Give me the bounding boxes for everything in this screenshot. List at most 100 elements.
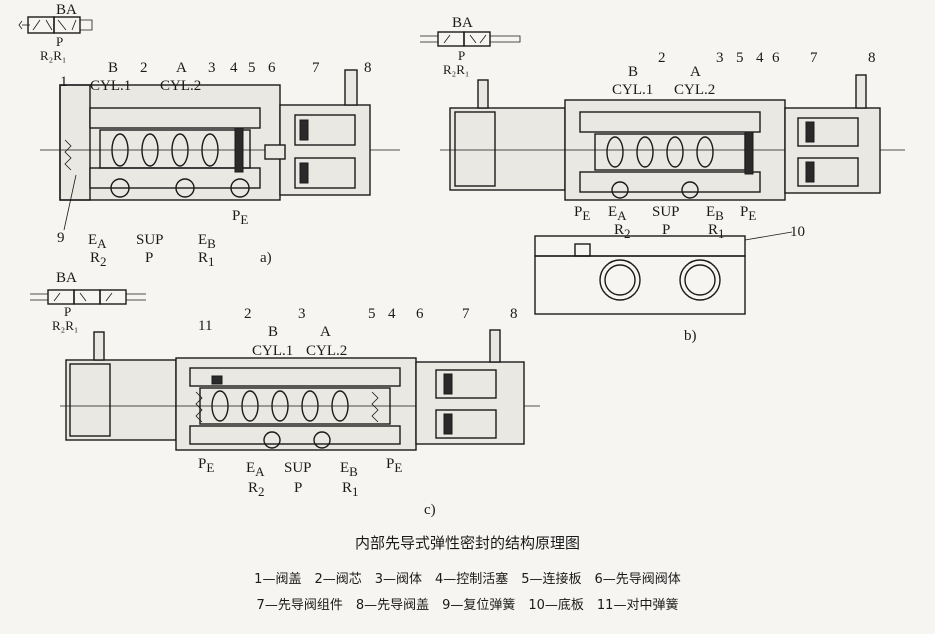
- diagram-b-symbol-r: R₂R₁: [443, 62, 469, 77]
- diagram-c-eb-sub: B: [349, 464, 358, 479]
- diagram-a-p: P: [145, 250, 153, 266]
- diagram-c-pe-sub: E: [206, 460, 214, 475]
- diagram-c-sub-label: c): [424, 502, 436, 518]
- svg-text:R2: R2: [248, 480, 265, 499]
- diagram-a-symbol-p: P: [56, 34, 63, 49]
- svg-text:PE: PE: [198, 456, 214, 475]
- diagram-c: BA P R₂R₁: [30, 270, 540, 518]
- diagram-c-n2: 2: [244, 306, 252, 322]
- diagram-a-n7: 7: [312, 60, 320, 76]
- diagram-b-n6: 6: [772, 50, 780, 66]
- svg-text:EA: EA: [608, 204, 627, 223]
- diagram-c-pe: P: [198, 456, 206, 472]
- diagram-c-valve-symbol: BA P R₂R₁: [30, 270, 146, 333]
- diagram-c-pe2-sub: E: [394, 460, 402, 475]
- diagram-a-n2: 2: [140, 60, 148, 76]
- diagram-c-symbol-p: P: [64, 304, 71, 319]
- diagram-b-p: P: [662, 222, 670, 238]
- diagram-c-valve-body: [60, 329, 540, 451]
- diagram-b-sub-label: b): [684, 328, 697, 344]
- diagram-a-pe: P: [232, 208, 240, 224]
- diagram-b-valve-body: [440, 74, 905, 315]
- svg-text:PE: PE: [386, 456, 402, 475]
- svg-text:PE: PE: [574, 204, 590, 223]
- diagram-a-r2: R: [90, 250, 100, 266]
- diagram-b-n7: 7: [810, 50, 818, 66]
- svg-text:EB: EB: [340, 460, 358, 479]
- diagram-b-port-a: A: [690, 64, 701, 80]
- figure-title: 内部先导式弹性密封的结构原理图: [354, 534, 580, 552]
- legend-line-1: 1—阀盖 2—阀芯 3—阀体 4—控制活塞 5—连接板 6—先导阀阀体: [254, 572, 681, 587]
- diagram-b-symbol-p: P: [458, 48, 465, 63]
- diagram-a-port-a: A: [176, 60, 187, 76]
- svg-text:R1: R1: [342, 480, 359, 499]
- diagram-a-symbol-top: BA: [56, 2, 77, 18]
- diagram-b-n8: 8: [868, 50, 876, 66]
- diagram-a-ea: E: [88, 232, 97, 248]
- diagram-c-n11: 11: [198, 318, 212, 334]
- diagram-b-pe: P: [574, 204, 582, 220]
- diagram-b-r2: R: [614, 222, 624, 238]
- diagram-a-n1: 1: [60, 74, 68, 90]
- diagram-b-eb-sub: B: [715, 208, 724, 223]
- svg-text:R2: R2: [90, 250, 107, 269]
- diagram-c-ea-sub: A: [255, 464, 265, 479]
- diagram-a-r2-sub: 2: [100, 254, 107, 269]
- diagram-c-symbol-top: BA: [56, 270, 77, 286]
- diagram-b-n5: 5: [736, 50, 744, 66]
- diagram-b: BA P R₂R₁: [420, 15, 905, 344]
- diagram-b-r1-sub: 1: [718, 226, 725, 241]
- svg-text:R1: R1: [198, 250, 215, 269]
- svg-text:EB: EB: [706, 204, 724, 223]
- diagram-a-cyl1: CYL.1: [90, 78, 131, 94]
- diagram-a-valve-symbol: BA P R₂R₁: [18, 2, 93, 63]
- diagram-c-n4: 4: [388, 306, 396, 322]
- diagram-c-r2: R: [248, 480, 258, 496]
- svg-text:EA: EA: [88, 232, 107, 251]
- diagram-c-r2-sub: 2: [258, 484, 265, 499]
- svg-text:EA: EA: [246, 460, 265, 479]
- diagram-b-n3: 3: [716, 50, 724, 66]
- svg-text:EB: EB: [198, 232, 216, 251]
- diagram-c-n6: 6: [416, 306, 424, 322]
- diagram-b-sup: SUP: [652, 204, 680, 220]
- diagram-b-pe2: P: [740, 204, 748, 220]
- diagram-b-r2-sub: 2: [624, 226, 631, 241]
- diagram-c-cyl2: CYL.2: [306, 343, 347, 359]
- diagram-a-n3: 3: [208, 60, 216, 76]
- diagram-b-cyl1: CYL.1: [612, 82, 653, 98]
- diagram-a-n9: 9: [57, 230, 65, 246]
- diagram-c-n8: 8: [510, 306, 518, 322]
- diagram-c-pe2: P: [386, 456, 394, 472]
- diagram-c-p: P: [294, 480, 302, 496]
- diagram-a-cyl2: CYL.2: [160, 78, 201, 94]
- diagram-a-symbol-r: R₂R₁: [40, 48, 66, 63]
- svg-text:R2: R2: [614, 222, 631, 241]
- diagram-b-cyl2: CYL.2: [674, 82, 715, 98]
- diagram-a-sub-label: a): [260, 250, 272, 266]
- diagram-c-r1: R: [342, 480, 352, 496]
- diagram-b-symbol-top: BA: [452, 15, 473, 31]
- diagram-c-symbol-r: R₂R₁: [52, 318, 78, 333]
- svg-text:PE: PE: [232, 208, 248, 227]
- diagram-b-n10: 10: [790, 224, 805, 240]
- diagram-a-eb-sub: B: [207, 236, 216, 251]
- diagram-b-pe-sub: E: [582, 208, 590, 223]
- diagram-a-r1: R: [198, 250, 208, 266]
- diagram-c-port-b: B: [268, 324, 278, 340]
- legend-line-2: 7—先导阀组件 8—先导阀盖 9—复位弹簧 10—底板 11—对中弹簧: [256, 598, 679, 613]
- diagram-a-ea-sub: A: [97, 236, 107, 251]
- svg-text:R1: R1: [708, 222, 725, 241]
- diagram-a-n8: 8: [364, 60, 372, 76]
- diagram-a-n6: 6: [268, 60, 276, 76]
- diagram-c-n3: 3: [298, 306, 306, 322]
- diagram-a-n4: 4: [230, 60, 238, 76]
- diagram-c-eb: E: [340, 460, 349, 476]
- diagram-a-valve-body: [40, 69, 400, 201]
- diagram-c-cyl1: CYL.1: [252, 343, 293, 359]
- diagram-a-eb: E: [198, 232, 207, 248]
- diagram-c-r1-sub: 1: [352, 484, 359, 499]
- diagram-a-port-b: B: [108, 60, 118, 76]
- diagram-a-pe-sub: E: [240, 212, 248, 227]
